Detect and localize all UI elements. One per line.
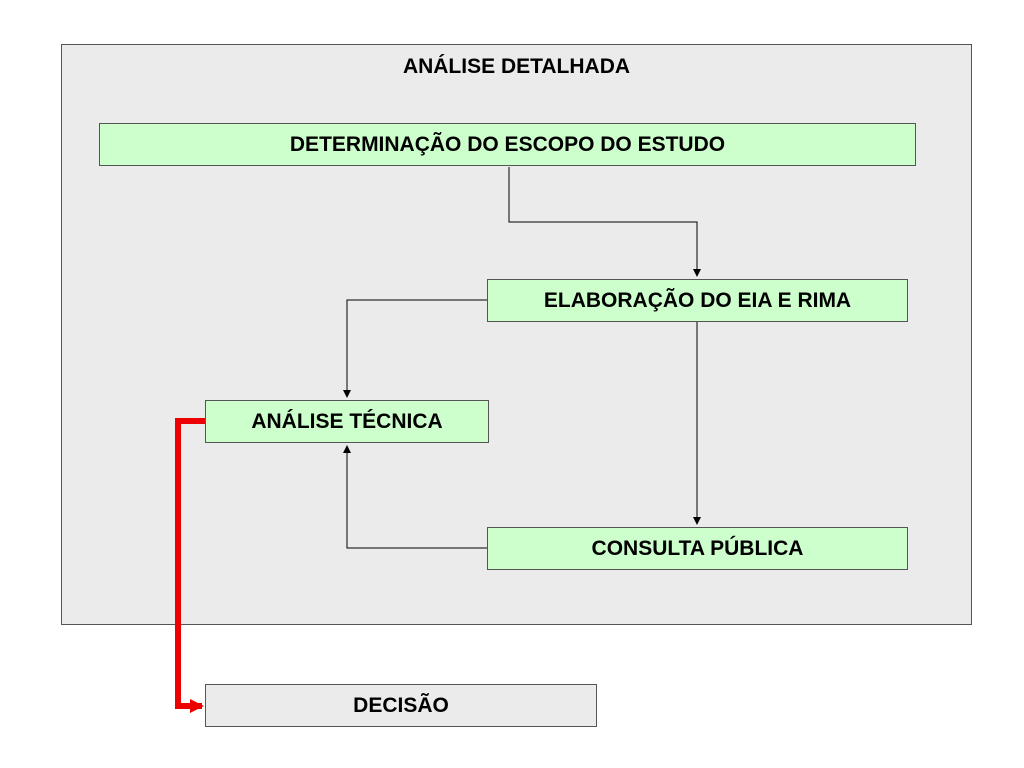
frame-title: ANÁLISE DETALHADA xyxy=(402,55,631,78)
node-analise-tecnica: ANÁLISE TÉCNICA xyxy=(205,400,489,443)
node-decisao: DECISÃO xyxy=(205,684,597,727)
node-elaboracao-eia-rima: ELABORAÇÃO DO EIA E RIMA xyxy=(487,279,908,322)
node-determinacao-escopo: DETERMINAÇÃO DO ESCOPO DO ESTUDO xyxy=(99,123,916,166)
edge-escopo-to-eia xyxy=(508,167,701,277)
edge-consulta-to-tecnica xyxy=(343,445,487,549)
edge-tecnica-to-decisao xyxy=(175,418,205,713)
node-consulta-publica: CONSULTA PÚBLICA xyxy=(487,527,908,570)
edge-eia-to-tecnica xyxy=(343,299,487,398)
